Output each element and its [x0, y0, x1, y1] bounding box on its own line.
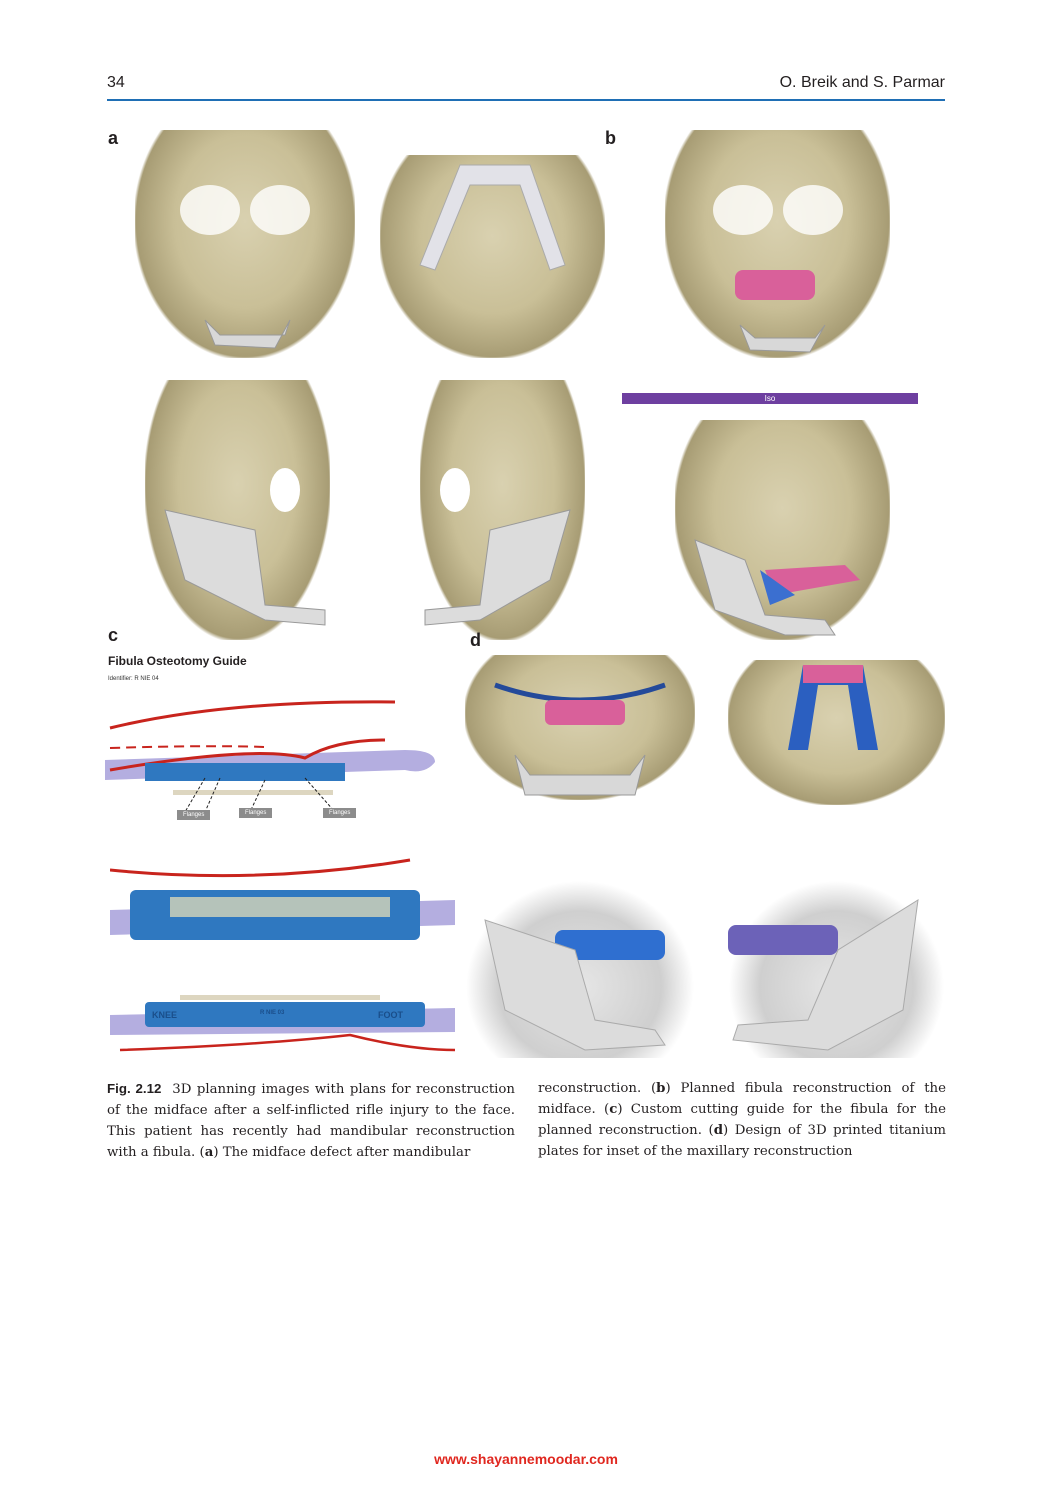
guide-identifier: Identifier: R NIE 04 [108, 676, 159, 682]
plates-inferior-image [728, 660, 945, 805]
guide-label-knee: KNEE [152, 1010, 178, 1020]
figure-caption-col2: reconstruction. (b) Planned fibula recon… [538, 1078, 946, 1162]
caption-panel-ref: a [204, 1145, 214, 1160]
view-bar-iso: Iso [622, 393, 918, 404]
flange-label: Flanges [323, 808, 357, 818]
caption-text: ) Planned fibula reconstruction of the m… [538, 1081, 946, 1117]
guide-label-id: R NIE 03 [260, 1010, 285, 1016]
panel-label-c: c [108, 625, 119, 645]
caption-text: ) The midface defect after mandibular [213, 1145, 471, 1160]
flange-label: Flanges [239, 808, 273, 818]
skull-left-lateral-image [420, 380, 585, 640]
panel-label-a: a [108, 128, 119, 148]
caption-panel-ref: b [656, 1081, 666, 1096]
skull-iso-planned-image [675, 420, 890, 640]
caption-text: ) Custom cutting guide for the fibula fo… [538, 1102, 946, 1138]
caption-panel-ref: c [609, 1102, 618, 1117]
fibula-guide-top-image [110, 855, 455, 955]
caption-text: reconstruction. ( [538, 1081, 657, 1096]
guide-label-foot: FOOT [378, 1010, 403, 1020]
caption-text: ) Design of 3D printed titanium plates f… [538, 1123, 946, 1159]
page-number: 34 [107, 74, 125, 91]
flange-label: Flanges [177, 810, 211, 820]
header-rule [107, 99, 945, 101]
caption-panel-ref: d [713, 1123, 723, 1138]
running-head-authors: O. Breik and S. Parmar [779, 74, 945, 91]
fibula-guide-side-image: Flanges Flanges Flanges [105, 700, 460, 830]
caption-text: 3D planning images with plans for recons… [107, 1082, 515, 1160]
plates-left-lateral-image [728, 880, 945, 1058]
fibula-guide-bottom-image: KNEE R NIE 03 FOOT [110, 990, 455, 1058]
guide-title: Fibula Osteotomy Guide [108, 654, 247, 668]
skull-right-lateral-image [145, 380, 330, 640]
figure-caption-col1: Fig. 2.12 3D planning images with plans … [107, 1078, 515, 1163]
figure-label: Fig. 2.12 [107, 1081, 162, 1096]
panel-label-b: b [605, 128, 616, 148]
panel-label-d: d [470, 630, 481, 650]
skull-inferior-view-image [380, 155, 605, 358]
skull-frontal-planned-image [665, 130, 890, 358]
plates-frontal-image [465, 655, 695, 800]
footer-url-link[interactable]: www.shayannemoodar.com [434, 1451, 618, 1467]
plates-right-lateral-image [465, 880, 695, 1058]
skull-frontal-view-image [135, 130, 355, 358]
